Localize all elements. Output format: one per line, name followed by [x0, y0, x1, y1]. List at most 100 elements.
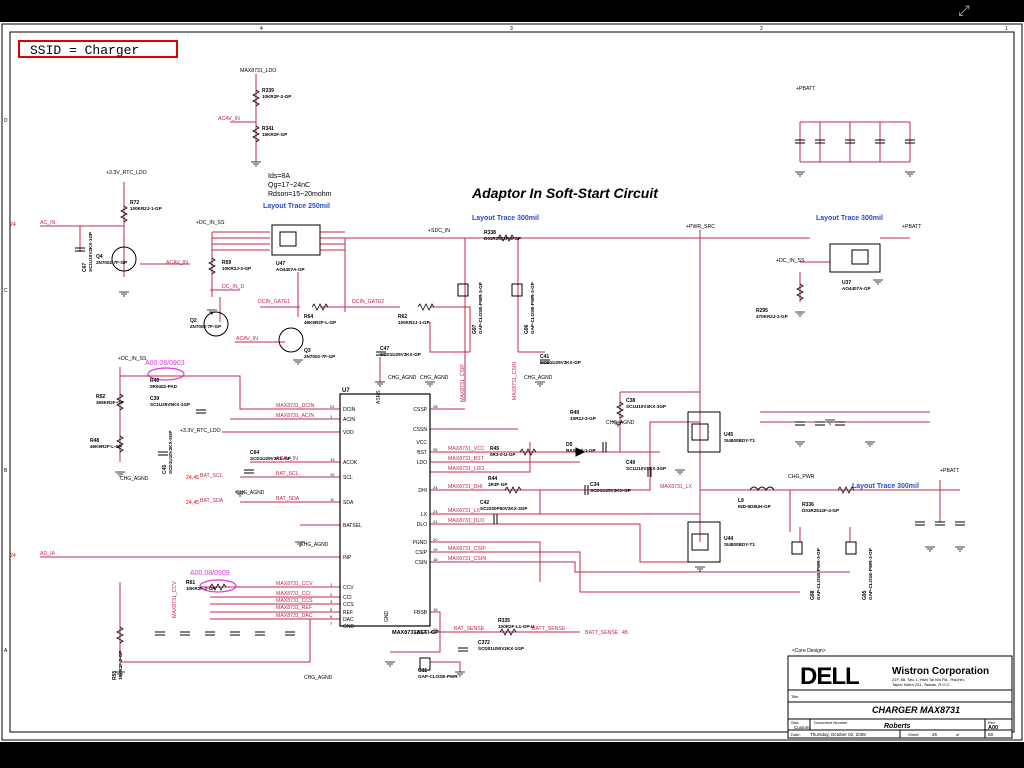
net-label: BATT_SENSE: [532, 626, 566, 632]
net-label: BAT_SDA: [276, 496, 300, 502]
component-value: GAP-CLOSE-PWR-3-GP: [868, 548, 873, 600]
chip-pin-number: 11: [330, 497, 335, 502]
u47-body: [271, 224, 321, 256]
component-value: 2N7002-7F-GP: [96, 260, 127, 265]
component-ref: R64: [304, 314, 313, 320]
net-label: +SDC_IN: [428, 228, 450, 234]
component-value: AO4407A-GP: [842, 286, 871, 291]
of-label: of: [956, 732, 960, 737]
component-value: BAS516-1-GP: [566, 448, 596, 453]
size-value: Custom: [794, 725, 810, 730]
component-ref: R61: [186, 580, 195, 586]
wires: [40, 74, 960, 672]
ground-icon: [795, 311, 805, 317]
u37-body: [829, 243, 881, 273]
ground-icon: [115, 671, 125, 677]
net-label: +3.3V_RTC_LDO: [180, 428, 221, 434]
net-label: AC_IN: [40, 220, 56, 226]
doc-number: Roberts: [884, 723, 911, 730]
component-ref: C49: [626, 460, 635, 466]
net-label: ACAV_IN: [166, 260, 188, 266]
component-ref: G95: [862, 590, 868, 600]
component-value: 2N7002-7F-GP: [190, 324, 221, 329]
component-ref: R341: [262, 126, 274, 132]
chip-pin-label: DLO: [417, 522, 427, 528]
layout-note: Layout Trace 300mil: [852, 483, 919, 490]
u45-die: [691, 423, 709, 441]
component-ref: R59: [222, 260, 231, 266]
component-ref: R49: [570, 410, 579, 416]
net-label: MAX8731_LDO: [448, 466, 484, 472]
net-label: CHG_AGND: [300, 542, 329, 548]
fullscreen-icon[interactable]: ⤢: [958, 3, 970, 19]
ground-icon: [385, 661, 395, 667]
component-value: 365KR2F-GP: [96, 400, 124, 405]
chip-pin-label: VDD: [343, 430, 354, 436]
net-label: DCIN_GATE1: [258, 299, 290, 305]
chip-pin-number: 13: [330, 457, 335, 462]
chip-pin-label: REF: [343, 610, 353, 616]
component-value: GAP-CLOSE-PWR-3-GP: [816, 548, 821, 600]
component-ref: Q2: [190, 318, 197, 324]
chip-pin-number: 20: [433, 537, 438, 542]
sheet-value: 26: [932, 732, 938, 737]
net-label: MAX8731_CCV: [276, 581, 313, 587]
ground-icon: [955, 546, 965, 552]
net-label: +3.3V_RTC_LDO: [106, 170, 147, 176]
ground-icon: [905, 171, 915, 177]
component-ref: G96: [524, 324, 530, 334]
component-value: SC1U25V5KX-1GP: [150, 402, 190, 407]
component-value: SCD1U25V3KX-GP: [250, 456, 291, 461]
component-ref: C45: [162, 465, 168, 474]
chip-pin-label: INP: [343, 555, 352, 561]
net-label: MAX8731_DCIN: [276, 403, 315, 409]
component-value: 470KR2J-2-GP: [756, 314, 788, 319]
ground-symbols: [115, 161, 965, 677]
net-label: ACAV_IN: [276, 456, 298, 462]
component-value: 10KR2F-2-GP: [118, 651, 123, 680]
u37-die: [851, 249, 869, 265]
net-label: MAX8731_BST: [448, 456, 485, 462]
net-label: CHG_PWR: [788, 474, 815, 480]
revision-cloud: [147, 367, 185, 381]
component-ref: R44: [488, 476, 497, 482]
component-ref: G11: [418, 668, 427, 674]
date-value: Thursday, October 02, 2008: [810, 732, 866, 737]
sheet-label: Sheet: [908, 732, 919, 737]
inner-border: [9, 31, 1015, 733]
component-value: SCD1U25V3KX-GP: [380, 352, 421, 357]
grid-col-label: 2: [760, 26, 763, 32]
q4-symbol: [111, 246, 137, 272]
component-ref: R52: [96, 394, 105, 400]
chip-pin-number: 26: [433, 447, 438, 452]
net-label: MAX8731_DLO: [448, 518, 484, 524]
chip-pin-label: ACIN: [343, 417, 355, 423]
component-value: SI4800BDY-T1: [724, 542, 755, 547]
net-label: MAX8731_CCI: [276, 591, 311, 597]
grid-row-label: A: [4, 648, 8, 654]
chip-pin-label: CSIN: [415, 560, 427, 566]
net-label: MAX8731_LX: [448, 508, 481, 514]
chip-pin-number: 2: [330, 592, 333, 597]
border: [1, 23, 1023, 741]
component-ref: C42: [480, 500, 489, 506]
component-ref: R338: [484, 230, 496, 236]
u47-die: [279, 231, 297, 247]
net-label: CHG_AGND: [420, 375, 449, 381]
chip-u7: U7 MAX8731AETI-GP ASNS GND DCIN22ACIN1VD…: [330, 388, 439, 636]
sheet-title: CHARGER MAX8731: [872, 705, 960, 715]
port-ref: 24: [10, 222, 16, 228]
net-label: CHG_AGND: [304, 675, 333, 681]
ground-icon: [695, 566, 705, 572]
